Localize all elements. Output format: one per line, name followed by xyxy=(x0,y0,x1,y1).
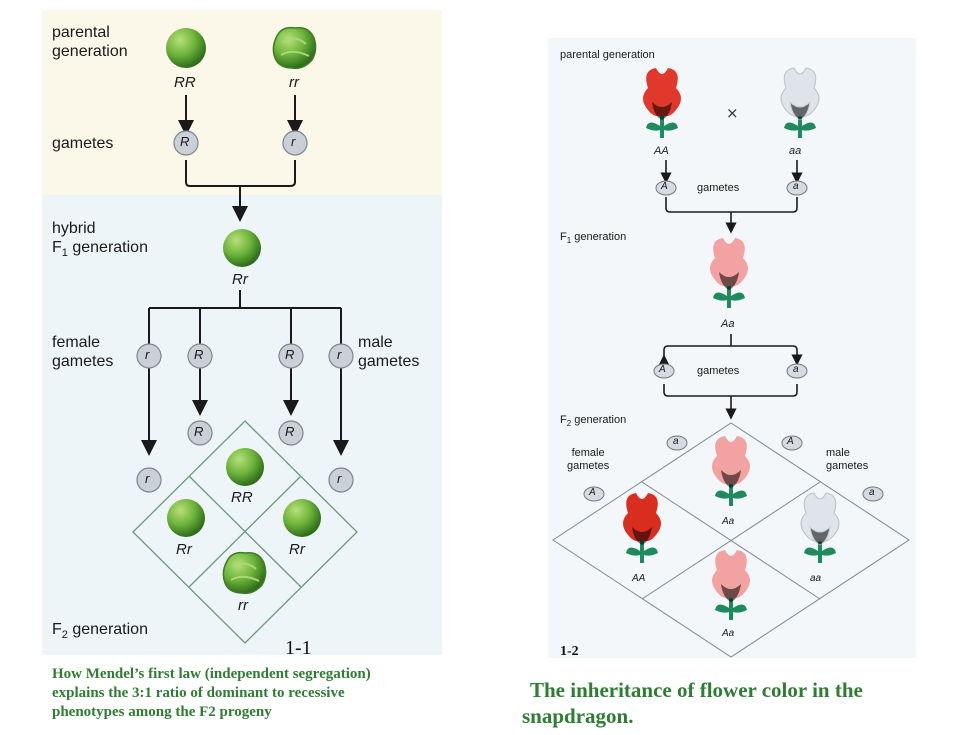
pea-parent-round xyxy=(166,28,206,68)
f1-genotype: Rr xyxy=(232,271,248,288)
right-diagram-lines xyxy=(552,67,910,658)
gamete-allele-r: r xyxy=(291,134,296,149)
pea-f2-rr-left xyxy=(167,499,205,537)
parental-generation-label: parental generation xyxy=(52,24,128,60)
figure-number-1-2: 1-2 xyxy=(560,644,579,659)
left-punnett-diamond xyxy=(132,420,358,644)
f2-genotype-Rr-right: Rr xyxy=(289,541,305,558)
pea-f1 xyxy=(223,229,261,267)
flower-red-f2 xyxy=(623,493,661,563)
pea-f2-wrinkled xyxy=(222,551,267,595)
right-gametes-label-top: gametes xyxy=(697,182,740,194)
flower-white-f2 xyxy=(800,492,840,563)
grid-allele-R-right: R xyxy=(285,424,295,439)
right-f2-generation-label: F2 generation xyxy=(560,414,627,429)
flower-pink-f2-top xyxy=(712,436,750,506)
left-panel-top-bg xyxy=(42,10,442,195)
right-gametes-label-mid: gametes xyxy=(697,365,740,377)
split-allele-2: R xyxy=(194,347,204,362)
right-male-gametes-label: male gametes xyxy=(826,447,869,472)
split-allele-1: r xyxy=(145,347,150,362)
genotype-aa: aa xyxy=(789,145,802,157)
f2-generation-label: F2 generation xyxy=(52,621,148,642)
grid-allele-r-right: r xyxy=(337,471,342,486)
grid-top-allele-a: a xyxy=(673,436,679,447)
split-allele-4: r xyxy=(337,347,342,362)
f2-genotype-RR: RR xyxy=(231,489,253,506)
flower-red-parent xyxy=(643,68,681,138)
gamete-allele-R: R xyxy=(180,134,190,149)
pea-f2-rr-top xyxy=(226,448,264,486)
right-parental-generation-label: parental generation xyxy=(560,49,655,61)
f2-genotype-AA: AA xyxy=(632,573,646,584)
f1-gamete-a: a xyxy=(793,364,799,375)
grid-allele-R-left: R xyxy=(194,424,204,439)
f2-genotype-Aa-top: Aa xyxy=(722,516,735,527)
gametes-label: gametes xyxy=(52,135,114,152)
right-panel-bg xyxy=(548,38,916,658)
gamete-join-bracket xyxy=(185,160,296,187)
split-allele-3: R xyxy=(285,347,295,362)
f2-genotype-Rr-left: Rr xyxy=(176,541,192,558)
gamete-allele-A: A xyxy=(661,181,668,192)
female-gametes-label: female gametes xyxy=(52,334,114,370)
figure-number-1-1: 1-1 xyxy=(285,637,312,659)
right-allele-ovals xyxy=(583,180,884,502)
grid-side-allele-a: a xyxy=(869,487,875,498)
cross-symbol: × xyxy=(726,104,739,122)
pea-parent-wrinkled xyxy=(272,26,317,70)
flower-pink-f2-bottom xyxy=(712,550,750,620)
right-punnett-diamond xyxy=(552,422,910,658)
f2-genotype-rr: rr xyxy=(238,597,248,614)
right-female-gametes-label: female gametes xyxy=(567,447,610,472)
pea-f2-rr-right xyxy=(283,499,321,537)
right-gamete-bracket xyxy=(665,197,798,213)
right-f1-generation-label: F1 generation xyxy=(560,231,627,246)
right-caption: The inheritance of flower color in the s… xyxy=(522,678,863,728)
flower-pink-f1 xyxy=(710,238,748,308)
left-allele-circles xyxy=(136,130,354,493)
male-gametes-label: male gametes xyxy=(358,334,420,370)
gamete-allele-a: a xyxy=(793,181,799,192)
flower-white-parent xyxy=(780,67,820,138)
genotype-RR: RR xyxy=(174,74,196,91)
left-caption: How Mendel’s first law (independent segr… xyxy=(52,666,371,720)
f2-genotype-Aa-bottom: Aa xyxy=(722,628,735,639)
f2-genotype-aa: aa xyxy=(810,573,822,584)
hybrid-f1-label: hybrid F1 generation xyxy=(52,220,148,260)
left-diagram-lines xyxy=(132,26,358,644)
f1-genotype-Aa: Aa xyxy=(721,318,735,330)
grid-top-allele-A: A xyxy=(787,436,794,447)
genotype-AA: AA xyxy=(654,145,669,157)
f1-gamete-A: A xyxy=(659,364,666,375)
grid-allele-r-left: r xyxy=(145,471,150,486)
grid-side-allele-A: A xyxy=(589,487,596,498)
genotype-rr: rr xyxy=(289,74,299,91)
